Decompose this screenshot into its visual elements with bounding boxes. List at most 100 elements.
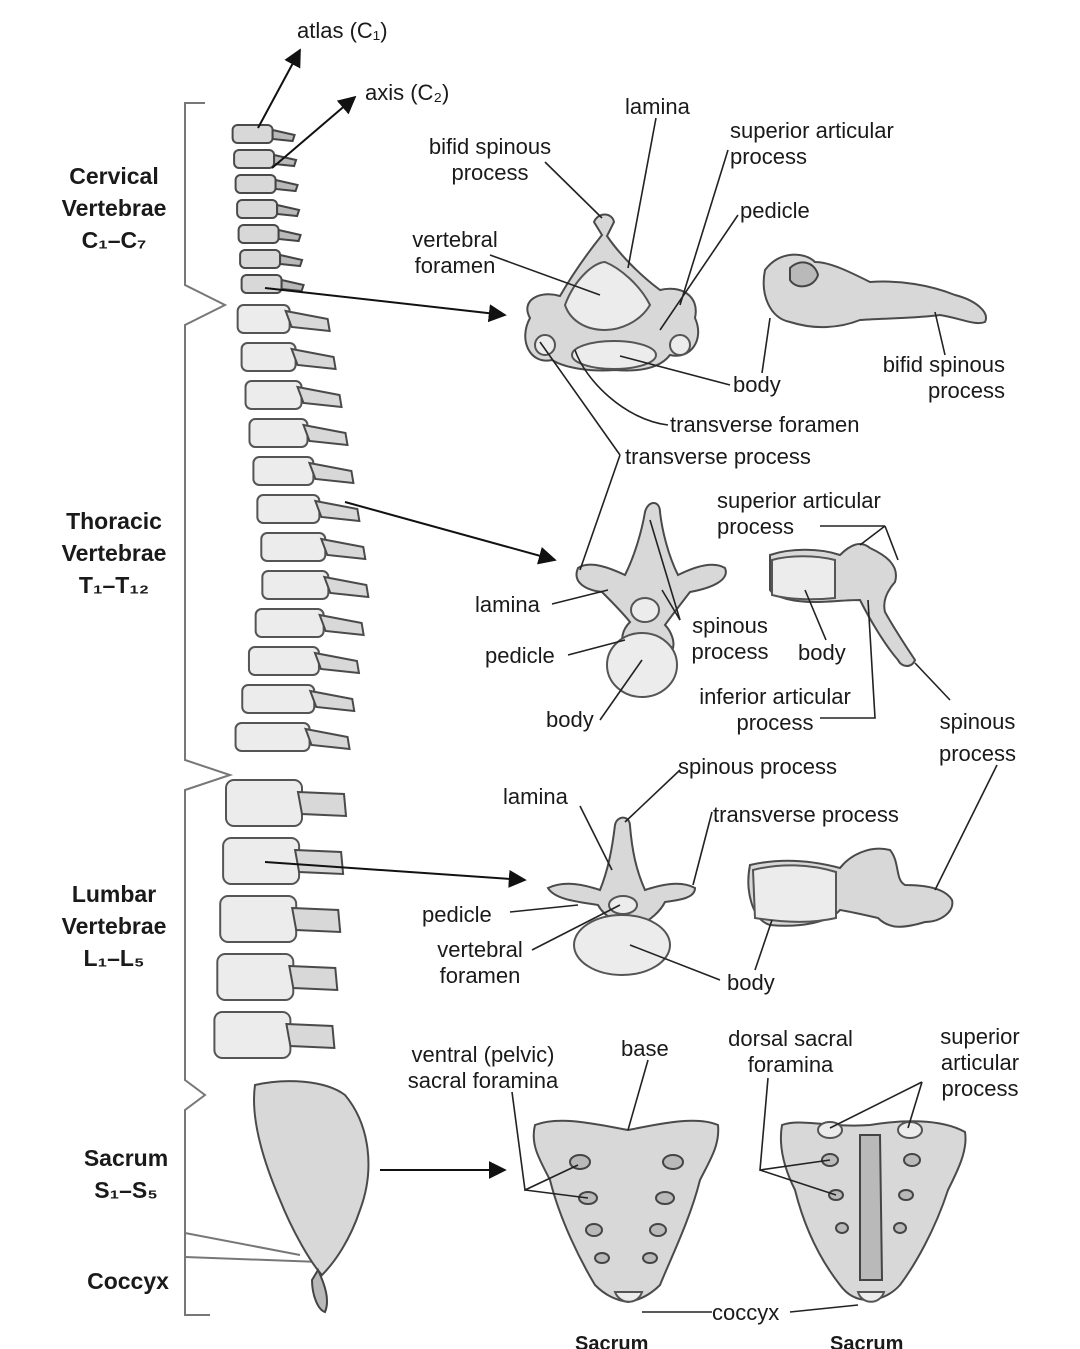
- sacrum-anterior-view: [532, 1119, 720, 1304]
- sacrum-superior-articular-label: superior articular process: [930, 1024, 1030, 1102]
- label-line: process: [736, 710, 814, 735]
- cervical-pedicle-label: pedicle: [740, 198, 810, 223]
- leader-lines: [489, 117, 998, 1313]
- thoracic-body-side-label: body: [798, 640, 846, 665]
- thoracic-vertebra: [236, 304, 291, 334]
- lumbar-vertebra: [222, 837, 301, 885]
- lumbar-vertebral-foramen-label: vertebral foramen: [425, 937, 535, 989]
- label-line: process: [938, 741, 1017, 766]
- axis-arrow: [271, 95, 357, 169]
- thoracic-spinous-process: [318, 613, 365, 637]
- sacrum-title: Sacrum: [83, 1145, 169, 1171]
- label-line: spinous: [692, 613, 768, 638]
- coccyx-region-label: Coccyx: [28, 1265, 228, 1297]
- cervical-spinous-process: [271, 128, 296, 143]
- cervical-spinous-process: [273, 153, 298, 168]
- cervical-title: Cervical: [69, 163, 159, 189]
- label-line: inferior articular: [699, 684, 851, 709]
- coccyx-label: coccyx: [712, 1300, 780, 1325]
- label-line: superior articular: [717, 488, 881, 513]
- thoracic-spinous-side-label: spinous process: [925, 706, 1030, 770]
- cervical-bifid-spinous-side-label: bifid spinous process: [850, 352, 1005, 404]
- cervical-transverse-foramen-label: transverse foramen: [670, 412, 860, 437]
- label-line: process: [941, 1076, 1019, 1101]
- thoracic-vertebra: [252, 456, 315, 486]
- label-line: sacral foramina: [407, 1068, 559, 1093]
- ventral-sacral-foramina-label: ventral (pelvic) sacral foramina: [388, 1042, 578, 1094]
- cervical-bifid-spinous-label: bifid spinous process: [410, 134, 570, 186]
- label-line: process: [451, 160, 529, 185]
- cervical-spinous-process: [279, 253, 304, 268]
- cervical-vertebra-lateral-view: [762, 253, 987, 329]
- lumbar-vertebra: [216, 953, 295, 1001]
- thoracic-spinous-process: [313, 499, 361, 523]
- thoracic-vertebra: [260, 532, 327, 562]
- label-line: articular: [940, 1050, 1020, 1075]
- ventral-sacral-foramina: [569, 1154, 684, 1264]
- thoracic-range: T₁–T₁₂: [78, 572, 150, 598]
- label-line: ventral (pelvic): [411, 1042, 555, 1067]
- lumbar-spinous-process: [293, 848, 345, 876]
- lumbar-vertebra: [219, 895, 298, 943]
- label-line: dorsal sacral: [728, 1026, 853, 1051]
- thoracic-spinous-process: [308, 689, 356, 713]
- thoracic-vertebra: [248, 418, 309, 448]
- region-braces: [184, 102, 321, 1316]
- sacrum-posterior-view: [779, 1120, 967, 1303]
- sacrum-anterior-caption: Sacrum: [575, 1334, 649, 1349]
- atlas-label: atlas (C₁): [297, 18, 388, 43]
- cervical-vertebra: [237, 224, 280, 244]
- cervical-spinous-process: [277, 228, 302, 243]
- lumbar-range: L₁–L₅: [83, 945, 145, 971]
- label-line: superior articular: [730, 118, 894, 143]
- thoracic-spinous-process: [307, 461, 355, 485]
- cervical-superior-articular-label: superior articular process: [730, 118, 894, 170]
- lumbar-body-label: body: [727, 970, 775, 995]
- lumbar-pedicle-label: pedicle: [422, 902, 492, 927]
- sacrum-lateral: [253, 1080, 370, 1277]
- label-line: bifid spinous: [428, 134, 552, 159]
- thoracic-region-label: Thoracic Vertebrae T₁–T₁₂: [14, 505, 214, 601]
- lumbar-spinous-process-label: spinous process: [678, 754, 837, 779]
- thoracic-vertebra: [247, 646, 320, 676]
- sacrum-base-label: base: [621, 1036, 669, 1061]
- thoracic-pedicle-label: pedicle: [485, 643, 555, 668]
- thoracic-superior-articular-label: superior articular process: [717, 488, 881, 540]
- label-line: bifid spinous: [882, 352, 1005, 377]
- axis-label: axis (C₂): [365, 80, 450, 105]
- thoracic-vertebra-superior-view: [575, 502, 727, 698]
- cervical-subtitle: Vertebrae: [61, 195, 167, 221]
- thoracic-lamina-label: lamina: [475, 592, 540, 617]
- lumbar-transverse-process-label: transverse process: [713, 802, 899, 827]
- cervical-region-label: Cervical Vertebrae C₁–C₇: [14, 160, 214, 256]
- thoracic-spinous-process: [322, 575, 370, 599]
- thoracic-spinous-process: [301, 423, 349, 447]
- coccyx-title: Coccyx: [87, 1268, 169, 1294]
- thoracic-body-label: body: [546, 707, 594, 732]
- lumbar-pointer-arrow: [264, 861, 527, 888]
- cervical-lamina-label: lamina: [625, 94, 690, 119]
- lumbar-title: Lumbar: [71, 881, 157, 907]
- sacrum-region-label: Sacrum S₁–S₅: [26, 1142, 226, 1206]
- lumbar-vertebra: [213, 1011, 292, 1059]
- cervical-body-label: body: [733, 372, 781, 397]
- thoracic-vertebra: [241, 684, 316, 714]
- coccyx-lateral: [310, 1267, 328, 1314]
- thoracic-pointer-arrow: [344, 501, 557, 565]
- label-line: foramina: [747, 1052, 834, 1077]
- lumbar-spinous-process: [296, 790, 348, 818]
- lumbar-subtitle: Vertebrae: [61, 913, 167, 939]
- thoracic-vertebra: [234, 722, 311, 752]
- thoracic-vertebra: [244, 380, 303, 410]
- cervical-vertebra: [231, 124, 274, 144]
- sacrum-range: S₁–S₅: [94, 1177, 158, 1203]
- label-line: spinous: [939, 709, 1016, 734]
- thoracic-vertebra: [240, 342, 297, 372]
- cervical-spinous-process: [276, 203, 301, 218]
- cervical-vertebra: [233, 149, 276, 169]
- cervical-vertebral-foramen-label: vertebral foramen: [395, 227, 515, 279]
- thoracic-spinous-process: [319, 537, 367, 561]
- lumbar-vertebra-superior-view: [546, 816, 697, 976]
- cervical-vertebra-superior-view: [524, 213, 700, 372]
